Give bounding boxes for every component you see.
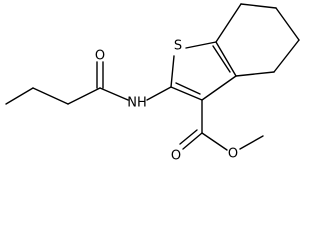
atom-amide-nitrogen: NH	[127, 96, 147, 111]
bond-ester-carbonyl-double-a	[182, 132, 203, 150]
bond-ring-c5-c4	[273, 39, 300, 73]
bond-nitrogen-thiophene-c2	[146, 86, 172, 101]
chemical-structure-diagram: O NH S O O	[5, 3, 300, 164]
atom-sulfur: S	[174, 39, 182, 54]
bond-thiophene-c3-c3a	[201, 75, 237, 101]
bond-thiophene-c3a-c7a-double-b	[212, 45, 231, 73]
bond-propyl-c3-carbonyl	[67, 87, 101, 105]
bond-thiophene-s-c2	[170, 55, 175, 88]
bond-ester-carbonyl-double-b	[179, 129, 198, 145]
bond-ring-c7a-c7	[215, 3, 242, 43]
atom-ester-ether-oxygen: O	[228, 147, 238, 162]
bond-ester-oxygen-methyl	[239, 135, 264, 150]
bond-amide-carbonyl-nitrogen	[99, 87, 129, 101]
bond-thiophene-c2-c3-double-a	[170, 86, 203, 101]
atom-amide-oxygen: O	[95, 49, 105, 64]
bond-ester-carbonyl-ether-oxygen	[201, 132, 228, 151]
bond-ring-c7-c6	[240, 3, 277, 9]
bond-ring-c4-c3a	[235, 71, 275, 77]
atom-ester-carbonyl-oxygen: O	[171, 149, 181, 164]
bond-ring-c6-c5	[275, 7, 300, 41]
bond-thiophene-c2-c3-double-b	[175, 82, 201, 95]
bond-thiophene-c3a-c7a-double-a	[215, 41, 237, 77]
bond-thiophene-s-c7a	[185, 41, 217, 49]
bond-propyl-c2-c3	[32, 87, 69, 105]
bond-propyl-c1-c2	[5, 87, 34, 105]
